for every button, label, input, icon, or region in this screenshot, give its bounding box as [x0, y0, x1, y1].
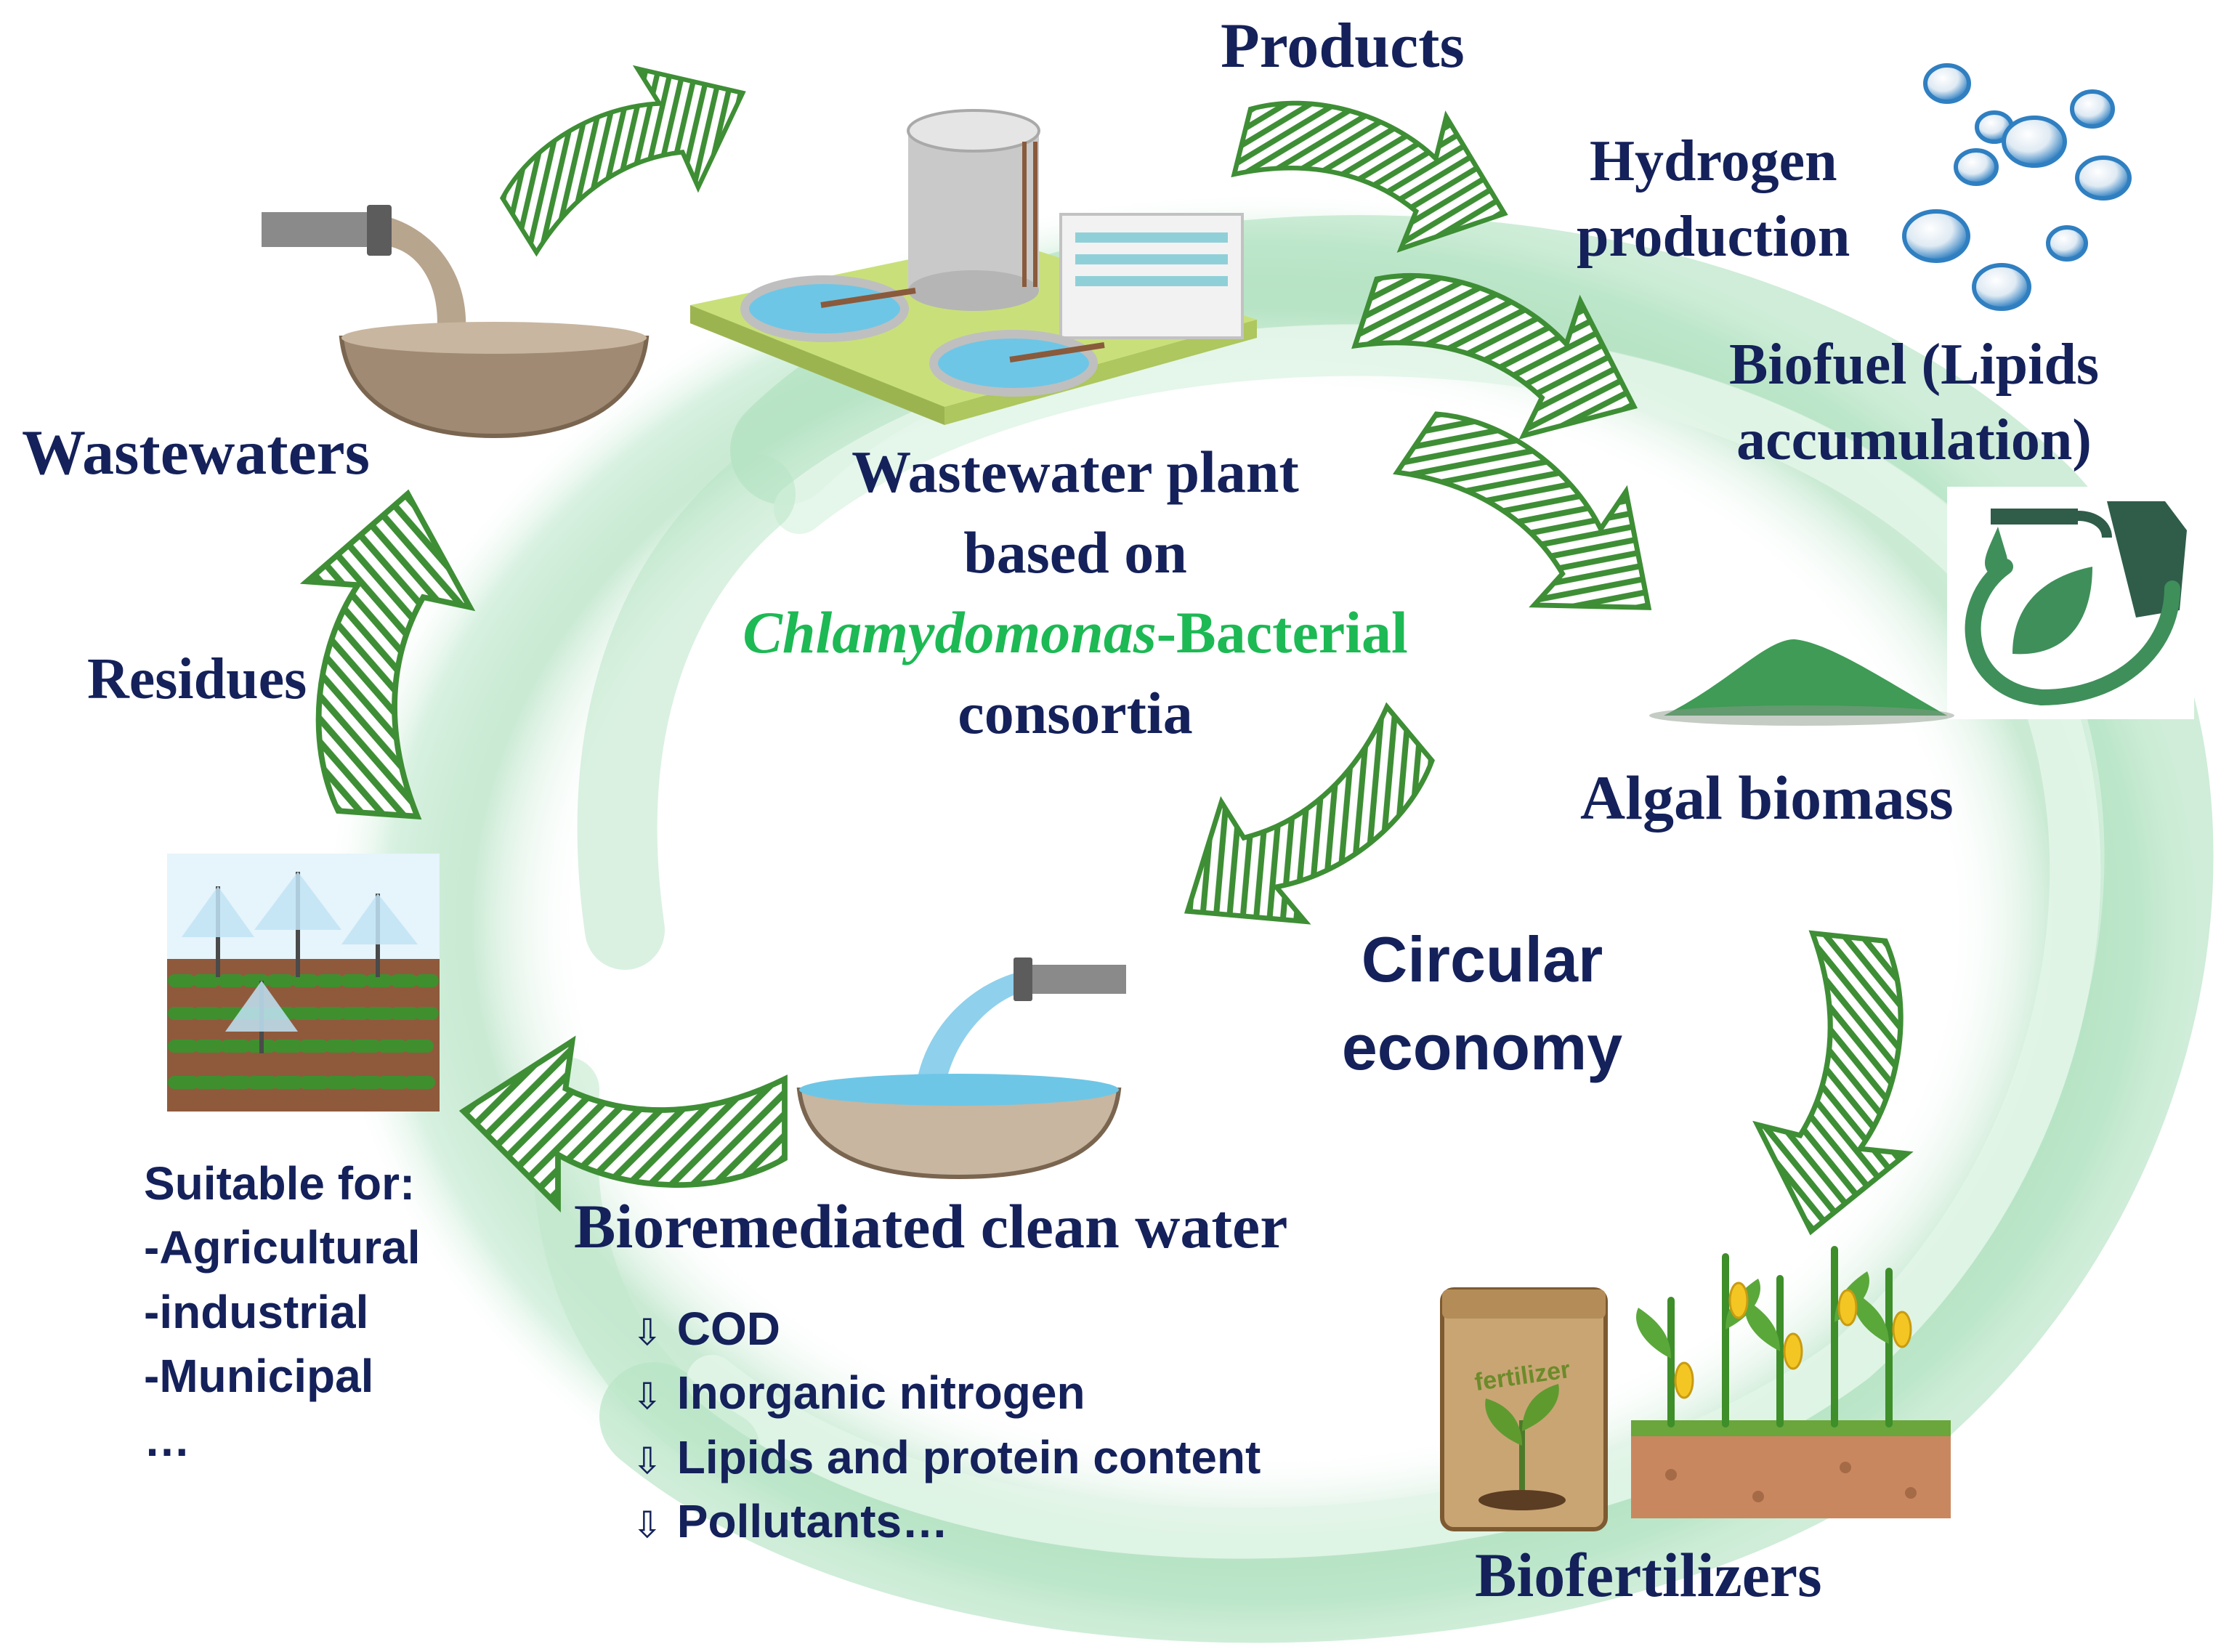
products-label: Products [1221, 11, 1465, 81]
biofuel-line2: accumulation) [1736, 408, 2092, 472]
reduction-item: ⇩ Lipids and protein content [632, 1425, 1261, 1489]
biofuel-pump-icon [1947, 487, 2194, 719]
down-arrow-icon: ⇩ [632, 1376, 663, 1417]
biofuel-label: Biofuel (Lipids accumulation) [1729, 327, 2099, 478]
biofertilizers-label: Biofertilizers [1475, 1540, 1822, 1610]
wastewater-plant-icon [690, 109, 1257, 425]
hydrogen-line1: Hydrogen [1589, 129, 1837, 193]
clean-water-label: Bioremediated clean water [574, 1191, 1288, 1261]
corn-plants-icon [1631, 1246, 1951, 1518]
down-arrow-icon: ⇩ [632, 1312, 663, 1353]
plant-line2: based on [963, 519, 1187, 586]
clean-water-basin-icon [796, 957, 1126, 1180]
hydrogen-line2: production [1577, 205, 1850, 269]
dirty-water-basin-icon [339, 322, 650, 439]
arrow-wastewaters-to-plant [482, 28, 773, 278]
residues-label: Residues [87, 647, 307, 711]
reductions-list: ⇩ COD ⇩ Inorganic nitrogen ⇩ Lipids and … [632, 1297, 1261, 1553]
wastewaters-label: Wastewaters [22, 418, 370, 488]
down-arrow-icon: ⇩ [632, 1504, 663, 1545]
suitable-item: -Agricultural [144, 1221, 421, 1274]
reduction-item: ⇩ Pollutants… [632, 1489, 1261, 1553]
biofuel-line1: Biofuel (Lipids [1729, 333, 2100, 397]
plant-genus: Chlamydomonas [743, 599, 1157, 666]
plant-line3: Chlamydomonas-Bacterial [676, 593, 1475, 673]
reduction-item: ⇩ Inorganic nitrogen [632, 1361, 1261, 1425]
plant-line1: Wastewater plant [851, 439, 1299, 505]
hydrogen-production-label: Hydrogen production [1577, 124, 1850, 275]
reduction-item: ⇩ COD [632, 1297, 1261, 1361]
circular-economy-label: Circular economy [1279, 915, 1686, 1092]
circular-line1: Circular [1361, 923, 1603, 995]
suitable-item: -Municipal [144, 1349, 374, 1402]
wastewater-plant-label: Wastewater plant based on Chlamydomonas-… [676, 432, 1475, 754]
suitable-heading: Suitable for: [144, 1157, 416, 1210]
algal-biomass-label: Algal biomass [1580, 763, 1954, 833]
irrigation-field-icon [167, 854, 440, 1112]
plant-suffix: -Bacterial [1156, 599, 1408, 666]
suitable-item: … [144, 1414, 190, 1467]
algal-biomass-pile-icon [1649, 639, 1954, 726]
suitable-item: -industrial [144, 1285, 369, 1338]
plant-line4: consortia [958, 680, 1193, 747]
down-arrow-icon: ⇩ [632, 1440, 663, 1481]
fertilizer-bag-icon: fertilizer [1440, 1287, 1608, 1531]
pipe-icon [262, 205, 466, 341]
circular-line2: economy [1341, 1011, 1623, 1084]
hydrogen-bubbles-icon [1902, 63, 2132, 311]
suitable-for-list: Suitable for: -Agricultural -industrial … [144, 1151, 420, 1473]
